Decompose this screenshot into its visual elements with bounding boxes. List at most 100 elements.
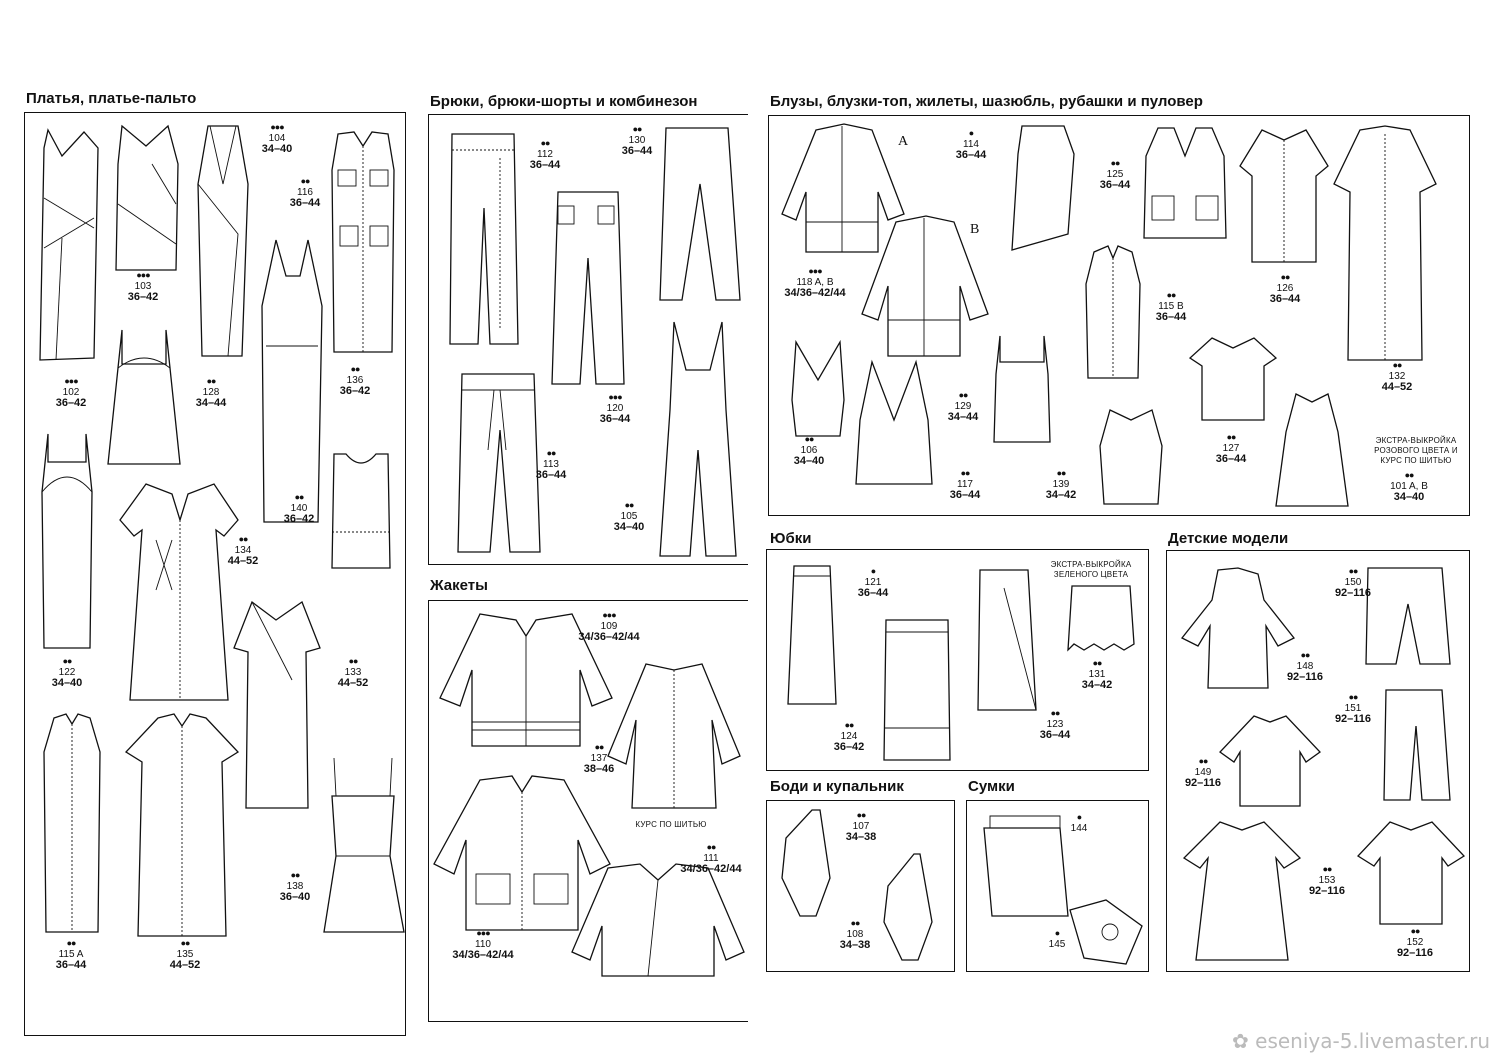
dress-133-drawing <box>233 600 321 809</box>
jacket-137-drawing <box>607 663 741 809</box>
jacket-111-drawing <box>571 863 745 977</box>
bag-144-drawing <box>983 815 1069 917</box>
variant-letter-a: A <box>898 134 909 149</box>
kids-frame <box>1166 550 1470 972</box>
dress-134-drawing <box>119 483 239 701</box>
kids-jacket-148-drawing <box>1180 567 1296 689</box>
watermark: ✿ eseniya-5.livemaster.ru <box>1232 1029 1490 1053</box>
kids-dress-153-drawing <box>1182 821 1302 961</box>
dress-136-drawing <box>261 239 323 523</box>
model-label-144: ●144 <box>1070 812 1088 834</box>
section-title-kids: Детские модели <box>1168 530 1289 547</box>
vest-115b-drawing <box>1085 245 1141 379</box>
section-title-bags: Сумки <box>968 778 1015 795</box>
skirt-131-drawing <box>1067 585 1135 652</box>
section-title-trousers: Брюки, брюки-шорты и комбинезон <box>430 93 698 110</box>
sewing-course-note: КУРС ПО ШИТЬЮ <box>635 820 707 829</box>
top-129-drawing <box>993 335 1051 443</box>
watermark-text: eseniya-5.livemaster.ru <box>1255 1029 1490 1053</box>
section-title-jackets: Жакеты <box>430 577 488 594</box>
variant-letter-b: B <box>970 222 980 237</box>
dress-135-drawing <box>124 713 240 937</box>
kids-trousers-151-drawing <box>1383 689 1451 801</box>
note-line: ЭКСТРА-ВЫКРОЙКА <box>1375 436 1457 445</box>
dress-122-drawing <box>41 433 93 649</box>
dress-115a-drawing <box>43 713 101 933</box>
trousers-113-drawing <box>457 373 541 553</box>
dress-132-drawing <box>1333 125 1437 361</box>
bag-145-drawing <box>1069 899 1143 965</box>
note-line: ЗЕЛЕНОГО ЦВЕТА <box>1053 570 1129 579</box>
chasuble-117-drawing <box>855 359 933 485</box>
dress-103-drawing <box>115 124 179 271</box>
gear-icon: ✿ <box>1232 1029 1256 1053</box>
skirt-123-drawing <box>977 569 1037 711</box>
top-139-drawing <box>1099 409 1163 505</box>
dress-116-drawing <box>331 131 395 353</box>
extra-pattern-green-note: ЭКСТРА-ВЫКРОЙКА ЗЕЛЕНОГО ЦВЕТА <box>1046 560 1136 580</box>
skirts-frame <box>766 549 1149 771</box>
jumpsuit-105-drawing <box>659 321 737 557</box>
dress-102-drawing <box>39 128 99 361</box>
skirt-124-drawing <box>883 619 951 761</box>
note-line: КУРС ПО ШИТЬЮ <box>1380 456 1452 465</box>
body-107-drawing <box>781 809 831 917</box>
dress-138-drawing <box>323 757 405 933</box>
blouse-127-drawing <box>1188 337 1278 421</box>
extra-pattern-pink-note: ЭКСТРА-ВЫКРОЙКА РОЗОВОГО ЦВЕТА И КУРС ПО… <box>1368 436 1464 466</box>
trousers-120-drawing <box>551 191 625 385</box>
dress-101-drawing <box>1275 393 1349 507</box>
vest-125-drawing <box>1143 127 1227 239</box>
jacket-110-drawing <box>433 775 611 931</box>
trousers-112-drawing <box>449 133 519 345</box>
note-line: ЭКСТРА-ВЫКРОЙКА <box>1050 560 1132 569</box>
dress-104-drawing <box>197 125 249 357</box>
section-title-blouses: Блузы, блузки-топ, жилеты, шазюбль, руба… <box>770 93 1203 110</box>
top-114-drawing <box>1011 125 1075 251</box>
kids-trousers-150-drawing <box>1365 567 1451 665</box>
dress-140-drawing <box>331 453 391 569</box>
jacket-118b-drawing <box>861 215 989 357</box>
note-line: РОЗОВОГО ЦВЕТА И <box>1374 446 1458 455</box>
dress-128-drawing <box>107 329 181 465</box>
model-label-145: ●145 <box>1048 928 1066 950</box>
skirt-121-drawing <box>787 565 837 705</box>
kids-shirt-152-drawing <box>1356 821 1466 925</box>
bodies-frame <box>766 800 955 972</box>
section-title-skirts: Юбки <box>770 530 812 547</box>
